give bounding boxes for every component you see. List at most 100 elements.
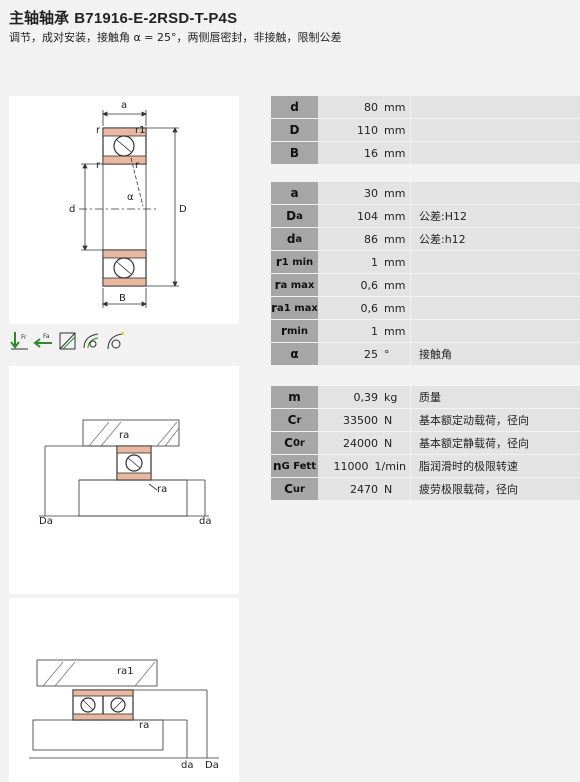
label-Da: Da [39,516,53,527]
radial-load-icon: Fr [9,330,30,352]
spec-symbol: d [271,96,318,119]
page-subtitle: 调节，成对安装，接触角 α = 25°，两侧唇密封，非接触，限制公差 [9,31,342,44]
spec-symbol: a [271,182,318,205]
spec-description [410,251,580,274]
label-r-right: r [135,160,140,171]
axial-load-icon: Fa [33,330,54,352]
label-ra-top: ra [119,430,129,441]
label-ra-bottom: ra [157,484,167,495]
spec-description: 脂润滑时的极限转速 [410,455,580,478]
spec-description [410,274,580,297]
seal-icon [105,330,126,352]
label-da: da [199,516,211,527]
label-ra1: ra1 [117,666,134,677]
label-d: d [69,204,75,215]
spec-description: 基本额定静载荷，径向 [410,432,580,455]
label-B: B [119,293,126,304]
paired-mounting-drawing: ra1 ra da Da [9,598,239,782]
label-alpha: α [127,192,134,203]
bearing-section-svg: a r r1 r r α d D B [69,100,187,308]
bearing-section-drawing: a r r1 r r α d D B [9,96,239,324]
contact-angle-icon [57,330,78,352]
label-r-lower: r [96,160,101,171]
single-mounting-svg: ra ra Da da [39,419,211,527]
spec-symbol: D [271,119,318,142]
svg-text:Fa: Fa [43,333,50,340]
spec-description [410,96,580,119]
spec-description [410,142,580,165]
title-prefix: 主轴轴承 [9,9,70,27]
feature-icon-bar: Fr Fa [9,328,239,354]
spec-description: 疲劳极限载荷，径向 [410,478,580,501]
label-r1: r1 [135,125,145,136]
spec-symbol: m [271,386,318,409]
spec-description [410,182,580,205]
spec-symbol: B [271,142,318,165]
spec-description: 公差:H12 [410,205,580,228]
label-da: da [181,760,193,771]
page-header: 主轴轴承 B71916-E-2RSD-T-P4S 调节，成对安装，接触角 α =… [0,0,580,92]
label-D: D [179,204,187,215]
spec-description: 基本额定动载荷，径向 [410,409,580,432]
spec-description [410,297,580,320]
spec-description [410,119,580,142]
spec-symbol: α [271,343,318,366]
label-r: r [96,125,101,136]
paired-mounting-icon [81,330,102,352]
svg-text:Fr: Fr [21,334,27,341]
label-Da: Da [205,760,219,771]
spec-description: 质量 [410,386,580,409]
single-mounting-drawing: ra ra Da da [9,366,239,594]
model-number: B71916-E-2RSD-T-P4S [74,10,238,27]
label-a: a [121,100,127,111]
spec-description: 公差:h12 [410,228,580,251]
spec-description: 接触角 [410,343,580,366]
paired-mounting-svg: ra1 ra da Da [29,659,219,771]
page-title: 主轴轴承 B71916-E-2RSD-T-P4S [9,7,237,28]
